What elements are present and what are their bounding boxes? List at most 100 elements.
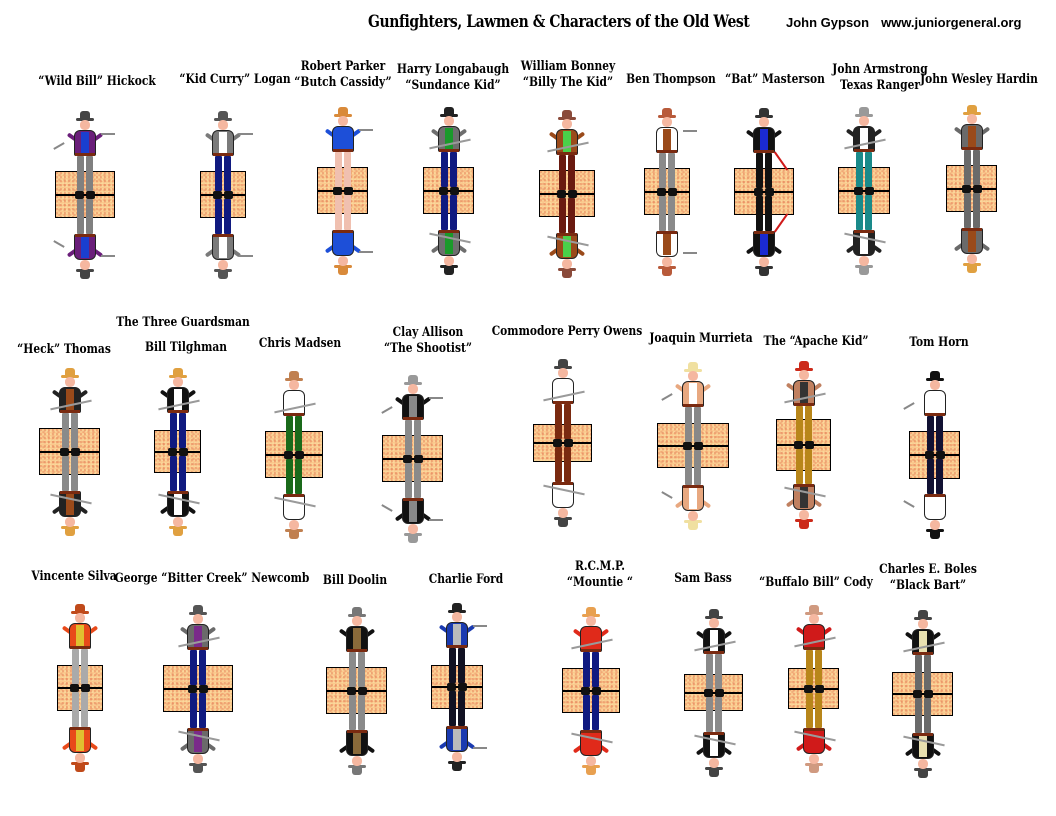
figure-base-tab[interactable]	[154, 430, 201, 473]
figure-reflection	[661, 445, 713, 530]
right-leg-icon	[765, 195, 772, 231]
left-boot-icon	[557, 193, 566, 198]
left-leg-icon	[61, 412, 69, 448]
left-leg-icon	[77, 198, 84, 234]
figure-base-tab[interactable]	[734, 168, 794, 215]
right-boot-icon	[563, 439, 573, 443]
figure-base-tab[interactable]	[431, 665, 483, 709]
figure-base-tab[interactable]	[776, 419, 831, 471]
right-boot-icon	[449, 190, 459, 195]
right-leg-icon	[935, 459, 943, 494]
left-boot-icon	[924, 451, 934, 455]
left-leg-icon	[77, 155, 84, 191]
right-boot-icon	[295, 450, 304, 455]
figure-base-tab[interactable]	[382, 435, 443, 482]
left-leg-icon	[286, 415, 293, 451]
gunbelt-icon	[167, 409, 188, 413]
right-leg-icon	[804, 449, 812, 484]
head-icon	[64, 376, 75, 387]
website-link[interactable]: www.juniorgeneral.org	[881, 15, 1022, 30]
figure-name-label: R.C.M.P.	[574, 559, 626, 574]
figure-base-tab[interactable]	[539, 170, 595, 217]
figure-base-tab[interactable]	[39, 428, 100, 475]
figure-reflection	[323, 190, 373, 275]
revolver-icon	[380, 503, 393, 512]
figure-base-tab[interactable]	[909, 431, 960, 479]
figure-base-tab[interactable]	[200, 171, 246, 218]
left-leg-icon	[215, 155, 222, 191]
head-icon	[452, 752, 462, 762]
left-boot-icon	[284, 454, 293, 459]
head-icon	[351, 615, 362, 626]
right-leg-icon	[568, 197, 575, 233]
head-icon	[708, 757, 719, 768]
figure-reflection	[337, 690, 377, 775]
figure-name-label: William Bonney	[520, 59, 616, 74]
figure-base-tab[interactable]	[657, 423, 729, 468]
figure-sprite	[571, 606, 613, 691]
vest-icon	[352, 732, 361, 754]
revolver-icon	[683, 251, 697, 254]
left-leg-icon	[61, 455, 69, 491]
vest-icon	[689, 382, 697, 404]
figure-base-tab[interactable]	[892, 672, 953, 716]
figure-name-label: “Kid Curry” Logan	[179, 72, 291, 87]
head-icon	[708, 617, 719, 628]
figure-base-tab[interactable]	[562, 668, 620, 713]
vest-icon	[219, 236, 227, 258]
figure-base-tab[interactable]	[788, 668, 839, 709]
figure-sprite	[60, 604, 100, 688]
figure-nickname-label: “Sundance Kid”	[405, 78, 501, 93]
figure-base-tab[interactable]	[317, 167, 368, 214]
fold-line	[201, 193, 245, 196]
gunbelt-icon	[657, 149, 677, 153]
right-boot-icon	[563, 443, 573, 447]
revolver-icon	[239, 132, 253, 135]
fold-line	[327, 689, 386, 692]
hat-icon	[798, 521, 809, 529]
head-icon	[929, 520, 940, 530]
left-boot-icon	[167, 451, 177, 456]
left-leg-icon	[659, 152, 666, 188]
vest-icon	[689, 487, 697, 509]
figure-nickname-label: “Mountie “	[566, 575, 634, 590]
left-boot-icon	[438, 190, 448, 195]
right-boot-icon	[224, 194, 233, 199]
figure-base-tab[interactable]	[644, 168, 690, 215]
figure-base-tab[interactable]	[838, 167, 890, 214]
left-boot-icon	[581, 690, 590, 695]
figure-reflection	[203, 194, 253, 279]
hat-icon	[917, 770, 928, 778]
left-boot-icon	[402, 454, 412, 459]
left-leg-icon	[856, 151, 863, 187]
left-boot-icon	[581, 686, 590, 691]
left-leg-icon	[963, 192, 971, 228]
hat-icon	[808, 604, 819, 613]
hat-icon	[688, 521, 698, 530]
right-boot-icon	[86, 194, 95, 199]
figure-base-tab[interactable]	[57, 665, 103, 711]
figure-base-tab[interactable]	[265, 431, 323, 478]
vest-icon	[444, 127, 453, 149]
right-boot-icon	[804, 441, 814, 445]
figure-name-label: George “Bitter Creek” Newcomb	[114, 571, 310, 586]
left-leg-icon	[659, 195, 666, 231]
figure-base-tab[interactable]	[55, 171, 115, 218]
figure-base-tab[interactable]	[946, 165, 997, 212]
vest-icon	[76, 625, 84, 646]
hat-brim-icon	[448, 610, 466, 613]
right-boot-icon	[449, 186, 459, 191]
figure-base-tab[interactable]	[326, 667, 387, 714]
figure-base-tab[interactable]	[684, 674, 743, 711]
figure-base-tab[interactable]	[163, 665, 233, 712]
left-leg-icon	[705, 653, 713, 689]
left-leg-icon	[914, 698, 922, 733]
fold-line	[910, 454, 959, 456]
figure-base-tab[interactable]	[533, 424, 592, 462]
left-boot-icon	[703, 692, 713, 697]
vest-icon	[967, 125, 976, 147]
right-leg-icon	[458, 648, 465, 683]
hat-icon	[80, 270, 90, 279]
vest-icon	[930, 497, 939, 518]
figure-base-tab[interactable]	[423, 167, 474, 214]
